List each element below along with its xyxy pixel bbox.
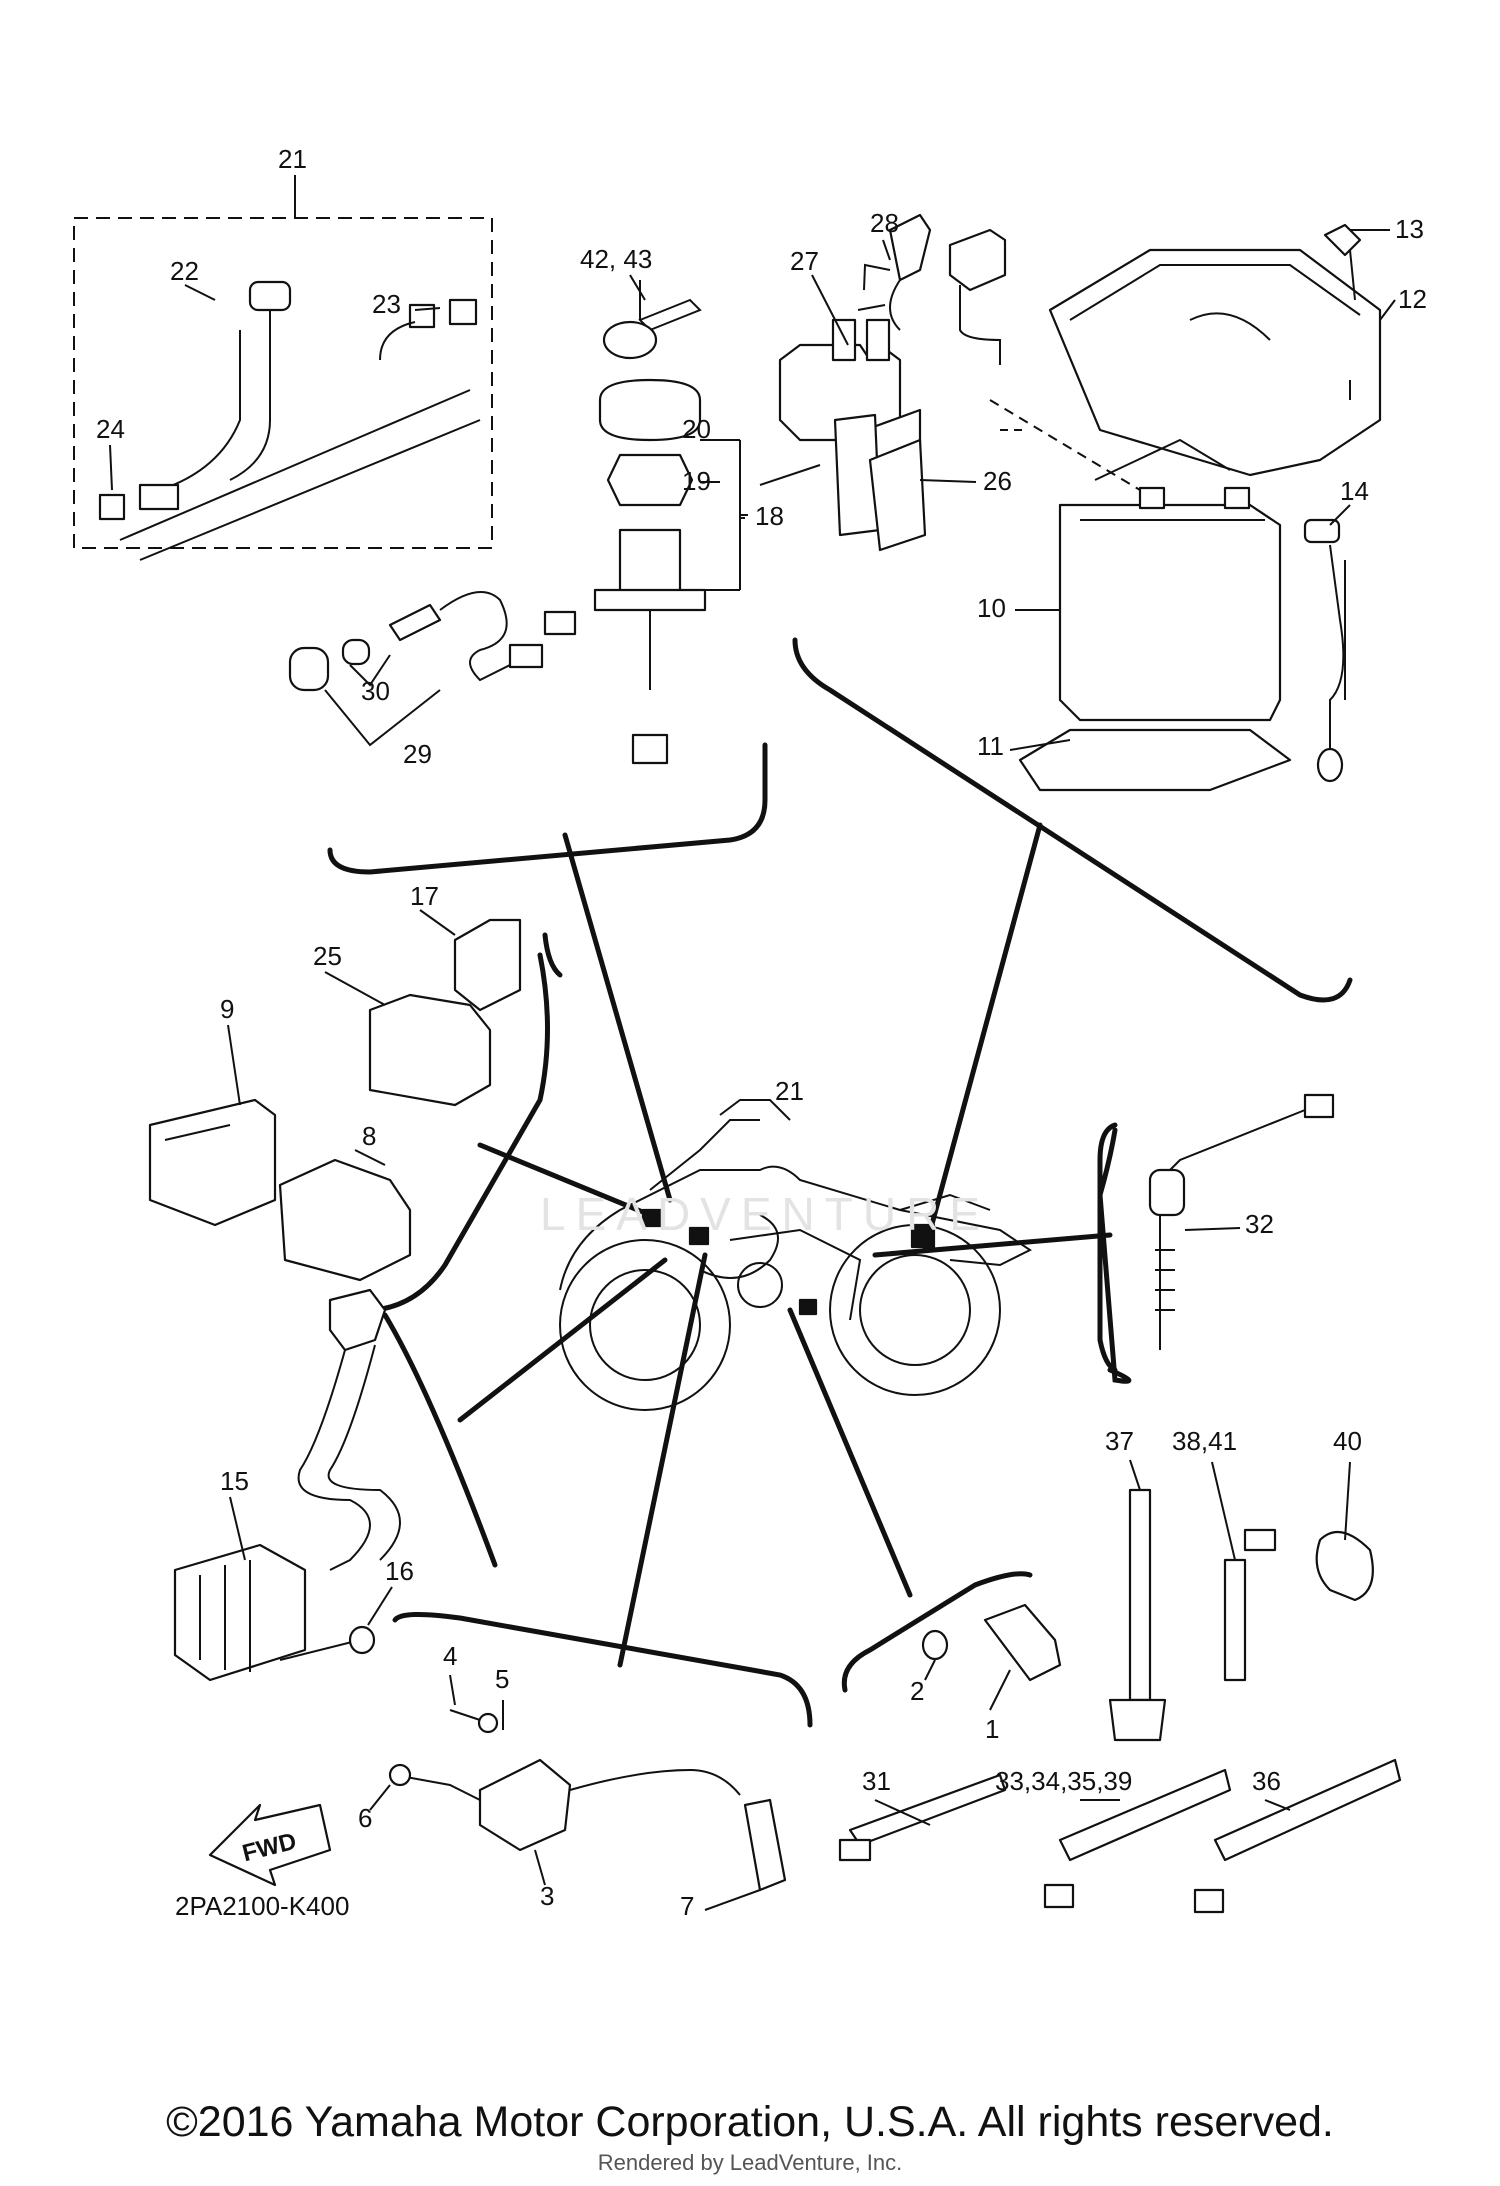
callout-21-top: 21	[278, 144, 307, 174]
callout-36: 36	[1252, 1766, 1281, 1796]
callout-3: 3	[540, 1881, 554, 1911]
rectifier-regulator	[173, 1288, 401, 1682]
callout-29: 29	[403, 739, 432, 769]
wire-harness-icon	[98, 280, 481, 561]
callout-38-41: 38,41	[1172, 1426, 1237, 1456]
callout-16: 16	[385, 1556, 414, 1586]
thermo-sender	[1148, 1093, 1335, 1350]
callout-23: 23	[372, 289, 401, 319]
callout-27: 27	[790, 246, 819, 276]
pressure-switch	[921, 1603, 1062, 1682]
callout-10: 10	[977, 593, 1006, 623]
callout-6: 6	[358, 1803, 372, 1833]
callout-14: 14	[1340, 476, 1369, 506]
callout-8: 8	[362, 1121, 376, 1151]
callout-15: 15	[220, 1466, 249, 1496]
watermark-text: LEADVENTURE	[540, 1188, 990, 1240]
callout-19: 19	[682, 466, 711, 496]
indicator-light	[288, 591, 577, 747]
leader-lines	[457, 822, 1113, 1668]
ignition-coil	[388, 1709, 787, 1892]
callout-33-39: 33,34,35,39	[995, 1766, 1132, 1796]
callout-30: 30	[361, 676, 390, 706]
callout-9: 9	[220, 994, 234, 1024]
callout-13: 13	[1395, 214, 1424, 244]
diagram-code: 2PA2100-K400	[175, 1891, 349, 1921]
atv-illustration	[559, 1099, 1032, 1411]
callout-1: 1	[985, 1714, 999, 1744]
callout-11: 11	[977, 731, 1004, 761]
callout-21-atv: 21	[775, 1076, 804, 1106]
relays-cdi	[148, 918, 522, 1282]
callout-18: 18	[755, 501, 784, 531]
group-brackets	[327, 637, 1353, 1728]
callout-20: 20	[682, 414, 711, 444]
callout-28: 28	[870, 208, 899, 238]
callout-12: 12	[1398, 284, 1427, 314]
callout-4: 4	[443, 1641, 457, 1671]
copyright-notice: ©2016 Yamaha Motor Corporation, U.S.A. A…	[166, 2098, 1334, 2146]
callout-2: 2	[910, 1676, 924, 1706]
callout-24: 24	[96, 414, 125, 444]
callout-22: 22	[170, 256, 199, 286]
callout-leaders	[109, 229, 1396, 1911]
main-switch-assembly	[593, 280, 748, 765]
cable-ties	[838, 1488, 1402, 1914]
callout-32: 32	[1245, 1209, 1274, 1239]
starter-relay	[759, 213, 1007, 552]
callout-7: 7	[680, 1891, 694, 1921]
callout-25: 25	[313, 941, 342, 971]
callout-labels: 1 2 3 4 5 6 7 8 9 10 11 12 13 14 15 16 1…	[96, 144, 1427, 1921]
callout-31: 31	[862, 1766, 891, 1796]
callout-37: 37	[1105, 1426, 1134, 1456]
callout-42-43: 42, 43	[580, 244, 652, 274]
rendered-by-note: Rendered by LeadVenture, Inc.	[597, 2150, 903, 2175]
callout-40: 40	[1333, 1426, 1362, 1456]
callout-26: 26	[983, 466, 1012, 496]
callout-17: 17	[410, 881, 439, 911]
battery-assembly	[989, 223, 1382, 792]
harness-dashed-box	[73, 217, 493, 549]
fwd-arrow: FWD	[208, 1803, 332, 1887]
callout-5: 5	[495, 1664, 509, 1694]
